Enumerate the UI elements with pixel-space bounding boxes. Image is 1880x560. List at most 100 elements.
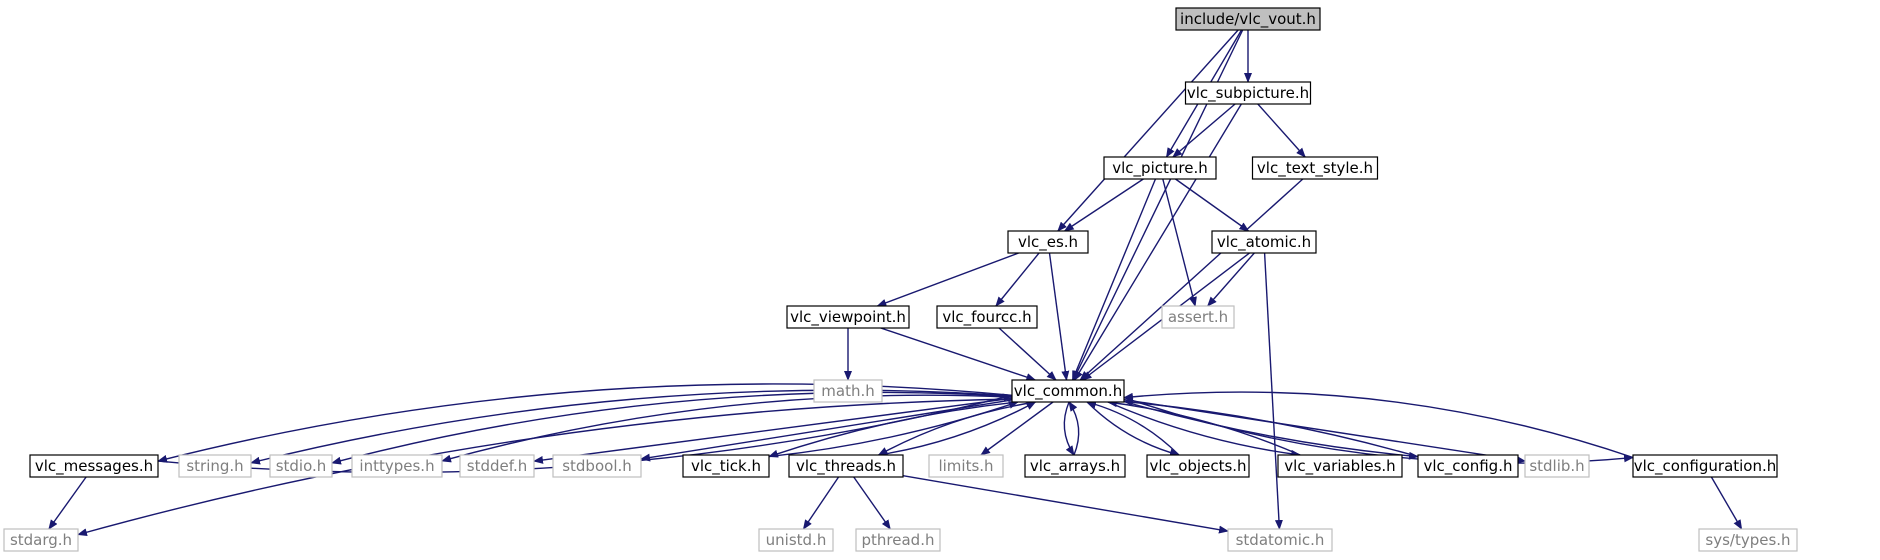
edge-vlc_common-to-stdio [331, 391, 1013, 465]
node-box [928, 454, 1004, 478]
node-label: vlc_viewpoint.h [790, 308, 906, 327]
node-box [1698, 528, 1798, 552]
node-label: vlc_picture.h [1112, 159, 1207, 178]
node-string: string.h [178, 454, 252, 478]
node-box [936, 305, 1038, 329]
edge-vlc_common-to-vlc_tick [768, 401, 1018, 458]
edge-vlc_configuration-to-sys_types [1710, 476, 1743, 530]
edge-vlc_picture-to-vlc_common [1071, 178, 1157, 381]
edge-vlc_config-to-vlc_common [1123, 398, 1419, 458]
edge-vlc_picture-to-assert [1162, 178, 1197, 307]
node-label: include/vlc_vout.h [1180, 10, 1316, 29]
node-label: vlc_tick.h [691, 457, 761, 476]
node-label: vlc_threads.h [796, 457, 896, 476]
node-label: limits.h [938, 457, 993, 475]
node-box [758, 528, 834, 552]
node-label: vlc_atomic.h [1217, 233, 1311, 252]
edge-vlc_picture-to-vlc_atomic [1175, 178, 1250, 232]
node-box [269, 454, 333, 478]
edge-vlc_arrays-to-vlc_common [1068, 401, 1080, 456]
edge-vlc_text_style-to-vlc_common [1079, 178, 1304, 381]
node-sys-types: sys/types.h [1698, 528, 1798, 552]
node-box [788, 454, 904, 478]
node-vlc-threads[interactable]: vlc_threads.h [788, 454, 904, 478]
edge-vlc_common-to-string [250, 389, 1013, 465]
node-box [1277, 454, 1403, 478]
node-vlc-common[interactable]: vlc_common.h [1011, 379, 1125, 403]
node-stddef: stddef.h [459, 454, 535, 478]
node-vlc-picture[interactable]: vlc_picture.h [1103, 156, 1217, 180]
node-box [178, 454, 252, 478]
edge-vlc_objects-to-vlc_common [1086, 400, 1180, 456]
node-label: stdatomic.h [1236, 531, 1325, 549]
node-vlc-objects[interactable]: vlc_objects.h [1146, 454, 1250, 478]
node-box [855, 528, 941, 552]
node-vlc-tick[interactable]: vlc_tick.h [682, 454, 770, 478]
node-vlc-config[interactable]: vlc_config.h [1417, 454, 1519, 478]
node-box [786, 305, 910, 329]
edge-vlc_vout-to-vlc_es [1057, 29, 1239, 232]
node-box [1632, 454, 1778, 478]
node-stdbool: stdbool.h [552, 454, 642, 478]
edge-vlc_variables-to-vlc_common [1106, 399, 1301, 456]
node-assert: assert.h [1161, 305, 1235, 329]
edge-vlc_common-to-stdlib [1123, 398, 1526, 464]
node-label: inttypes.h [359, 457, 434, 475]
node-label: vlc_config.h [1424, 457, 1513, 476]
edge-vlc_threads-to-stdatomic [902, 475, 1229, 534]
node-pthread: pthread.h [855, 528, 941, 552]
node-vlc-es[interactable]: vlc_es.h [1007, 230, 1089, 254]
node-label: sys/types.h [1705, 531, 1790, 549]
node-label: vlc_objects.h [1149, 457, 1246, 476]
node-vlc-configuration[interactable]: vlc_configuration.h [1632, 454, 1778, 478]
node-vlc-messages[interactable]: vlc_messages.h [29, 454, 159, 478]
node-stdatomic: stdatomic.h [1227, 528, 1333, 552]
edge-vlc_common-to-vlc_arrays [1063, 401, 1075, 456]
node-limits: limits.h [928, 454, 1004, 478]
edge-vlc_common-to-vlc_configuration [1123, 396, 1634, 464]
edge-vlc_common-to-limits [980, 401, 1054, 456]
node-label: vlc_configuration.h [1634, 457, 1777, 476]
edge-vlc_common-to-stddef [533, 397, 1013, 464]
node-box [1524, 454, 1590, 478]
node-box [1007, 230, 1089, 254]
node-box [1211, 230, 1317, 254]
node-label: unistd.h [766, 531, 827, 549]
edge-vlc_fourcc-to-vlc_common [998, 327, 1057, 381]
node-vlc-subpicture[interactable]: vlc_subpicture.h [1184, 81, 1312, 105]
edge-vlc_tick-to-vlc_common [768, 401, 1019, 458]
node-label: vlc_common.h [1014, 382, 1122, 401]
nodes-layer: include/vlc_vout.h vlc_subpicture.h vlc_pi… [3, 7, 1798, 552]
node-vlc-variables[interactable]: vlc_variables.h [1277, 454, 1403, 478]
node-box [682, 454, 770, 478]
edge-vlc_threads-to-unistd [802, 476, 840, 530]
edge-vlc_es-to-vlc_fourcc [995, 252, 1040, 307]
edge-vlc_common-to-vlc_messages [157, 383, 1013, 463]
node-label: stddef.h [467, 457, 527, 475]
node-vlc-atomic[interactable]: vlc_atomic.h [1211, 230, 1317, 254]
node-inttypes: inttypes.h [351, 454, 443, 478]
edge-vlc_common-to-inttypes [441, 394, 1013, 463]
node-box [1227, 528, 1333, 552]
node-vlc-fourcc[interactable]: vlc_fourcc.h [936, 305, 1038, 329]
node-vlc-vout[interactable]: include/vlc_vout.h [1175, 7, 1321, 31]
node-box [1161, 305, 1235, 329]
node-math: math.h [813, 379, 883, 403]
node-box [1417, 454, 1519, 478]
edges-layer [48, 29, 1743, 537]
node-label: vlc_arrays.h [1030, 457, 1120, 476]
edge-vlc_atomic-to-stdatomic [1263, 252, 1283, 530]
edge-vlc_subpicture-to-vlc_text_style [1257, 103, 1306, 158]
edge-vlc_es-to-vlc_common [1048, 252, 1070, 381]
node-vlc-arrays[interactable]: vlc_arrays.h [1024, 454, 1126, 478]
node-label: vlc_es.h [1018, 233, 1078, 252]
node-label: math.h [821, 382, 874, 400]
node-box [459, 454, 535, 478]
node-box [552, 454, 642, 478]
node-vlc-viewpoint[interactable]: vlc_viewpoint.h [786, 305, 910, 329]
edge-vlc_messages-to-stdarg [48, 476, 87, 530]
node-label: vlc_subpicture.h [1187, 84, 1309, 103]
node-stdarg: stdarg.h [3, 528, 79, 552]
node-vlc-text-style[interactable]: vlc_text_style.h [1251, 156, 1379, 180]
node-label: string.h [186, 457, 243, 475]
